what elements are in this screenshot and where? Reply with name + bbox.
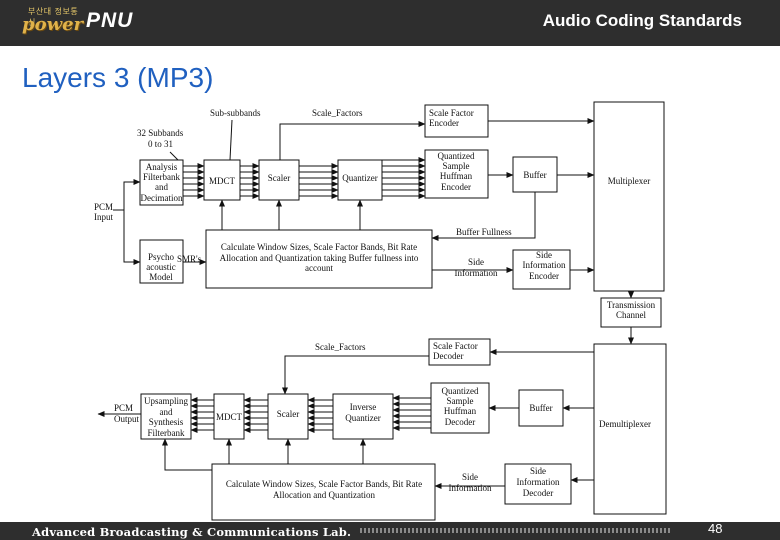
psycho-label-3: Model [149, 272, 173, 282]
side-info-dec-label-1: Side [462, 472, 478, 482]
invq-label-2: Quantizer [345, 413, 380, 423]
power-logo: 부산대 정보통신 power [22, 6, 84, 40]
calc-dec-label-1: Calculate Window Sizes, Scale Factor Ban… [226, 479, 422, 489]
side-info-dec-label-2: Information [449, 483, 492, 493]
pcm-input-label-1: PCM [94, 202, 113, 212]
upsampling-label-4: Filterbank [148, 428, 185, 438]
calc-dec-label-2: Allocation and Quantization [273, 490, 375, 500]
multiplexer-label: Multiplexer [608, 176, 651, 186]
huffman-enc-label-1: Quantized [438, 151, 475, 161]
side-info-decoder-label-2: Information [517, 477, 560, 487]
psycho-label-2: acoustic [146, 262, 176, 272]
bus-mdct-upsampling [190, 397, 214, 433]
huffman-dec-label-3: Huffman [444, 406, 477, 416]
scale-factors-enc-label: Scale_Factors [312, 108, 363, 118]
sf-encoder-label-1: Scale Factor [429, 108, 474, 118]
pcm-input-label-2: Input [94, 212, 113, 222]
scale-factors-dec-label: Scale_Factors [315, 342, 366, 352]
invq-label-1: Inverse [350, 402, 377, 412]
subbands-label-1: 32 Subbands [137, 128, 184, 138]
upsampling-label-1: Upsampling [144, 396, 188, 406]
side-info-encoder-label-1: Side [536, 250, 552, 260]
pcm-input-line [113, 179, 141, 211]
bus-mdct-scaler [240, 163, 260, 199]
huffman-dec-label-1: Quantized [442, 386, 479, 396]
huffman-enc-label-4: Encoder [441, 182, 471, 192]
multiplexer-box [593, 101, 665, 292]
buffer-enc-label: Buffer [523, 170, 546, 180]
analysis-label-4: Decimation [141, 193, 183, 203]
page-number: 48 [708, 521, 723, 536]
footer-lab-name: Advanced Broadcasting & Communications L… [32, 525, 352, 539]
header-title: Audio Coding Standards [542, 11, 742, 30]
huffman-dec-label-2: Sample [447, 396, 474, 406]
logo-power-text: power [22, 14, 84, 35]
bus-invq-scaler [307, 397, 333, 433]
calc-enc-label-3: account [305, 263, 333, 273]
side-info-encoder-label-2: Information [523, 260, 566, 270]
scale-factors-line [279, 121, 426, 160]
analysis-label-1: Analysis [146, 162, 178, 172]
pcm-output-label-2: Output [114, 414, 140, 424]
demultiplexer-label: Demultiplexer [599, 419, 651, 429]
bus-huffman-invq [392, 395, 431, 431]
bus-analysis-mdct [183, 163, 205, 199]
calc-enc-label-2: Allocation and Quantization taking Buffe… [220, 253, 419, 263]
channel-label-2: Channel [616, 310, 646, 320]
side-info-enc-label-2: Information [455, 268, 498, 278]
calc-enc-label-1: Calculate Window Sizes, Scale Factor Ban… [221, 242, 417, 252]
scaler-dec-label: Scaler [277, 409, 300, 419]
quantizer-label: Quantizer [342, 173, 377, 183]
side-info-enc-label-1: Side [468, 257, 484, 267]
bus-quantizer-huffman [382, 157, 426, 199]
upsampling-label-3: Synthesis [149, 417, 184, 427]
mdct-enc-label: MDCT [209, 176, 236, 186]
upsampling-label-2: and [160, 407, 173, 417]
buffer-dec-label: Buffer [529, 403, 552, 413]
huffman-enc-label-2: Sample [443, 161, 470, 171]
calc-decoder-box [211, 463, 436, 521]
psycho-label-1: Psycho [148, 252, 175, 262]
footer-dotted-rule [360, 528, 672, 533]
sf-decoder-label-2: Decoder [433, 351, 463, 361]
side-info-decoder-box [504, 463, 572, 505]
scaler-enc-label: Scaler [268, 173, 291, 183]
pcm-output-label-1: PCM [114, 403, 133, 413]
sf-encoder-label-2: Encoder [429, 118, 459, 128]
mdct-dec-label: MDCT [216, 412, 243, 422]
side-info-decoder-label-1: Side [530, 466, 546, 476]
channel-label-1: Transmission [607, 300, 656, 310]
header-bar [0, 0, 780, 46]
sf-decoder-label-1: Scale Factor [433, 341, 478, 351]
analysis-label-3: and [155, 182, 168, 192]
decoder-scale-factors-line [282, 355, 429, 395]
subbands-label-2: 0 to 31 [148, 139, 173, 149]
logo-small-text: 부산대 정보통신 [28, 7, 79, 27]
sub-subbands-label: Sub-subbands [210, 108, 261, 118]
side-info-decoder-label-3: Decoder [523, 488, 553, 498]
huffman-enc-label-3: Huffman [440, 171, 473, 181]
mp3-codec-diagram: Sub-subbands Scale_Factors 32 Subbands 0… [94, 101, 667, 521]
bus-scaler-mdct [243, 397, 268, 433]
huffman-dec-label-4: Decoder [445, 417, 475, 427]
slide-title: Layers 3 (MP3) [22, 62, 214, 93]
calc-left-line [164, 464, 212, 471]
subbands-pointer [169, 151, 179, 161]
pnu-brand: PNU [86, 9, 134, 32]
analysis-label-2: Filterbank [143, 172, 180, 182]
pcm-to-psycho-line [123, 210, 141, 265]
smrs-label: SMR's [177, 254, 202, 264]
buffer-fullness-line [431, 192, 536, 241]
demultiplexer-box [593, 343, 667, 515]
sub-subbands-pointer [229, 119, 233, 161]
buffer-fullness-label: Buffer Fullness [456, 227, 512, 237]
side-info-encoder-label-3: Encoder [529, 271, 559, 281]
bus-scaler-quantizer [299, 163, 339, 199]
